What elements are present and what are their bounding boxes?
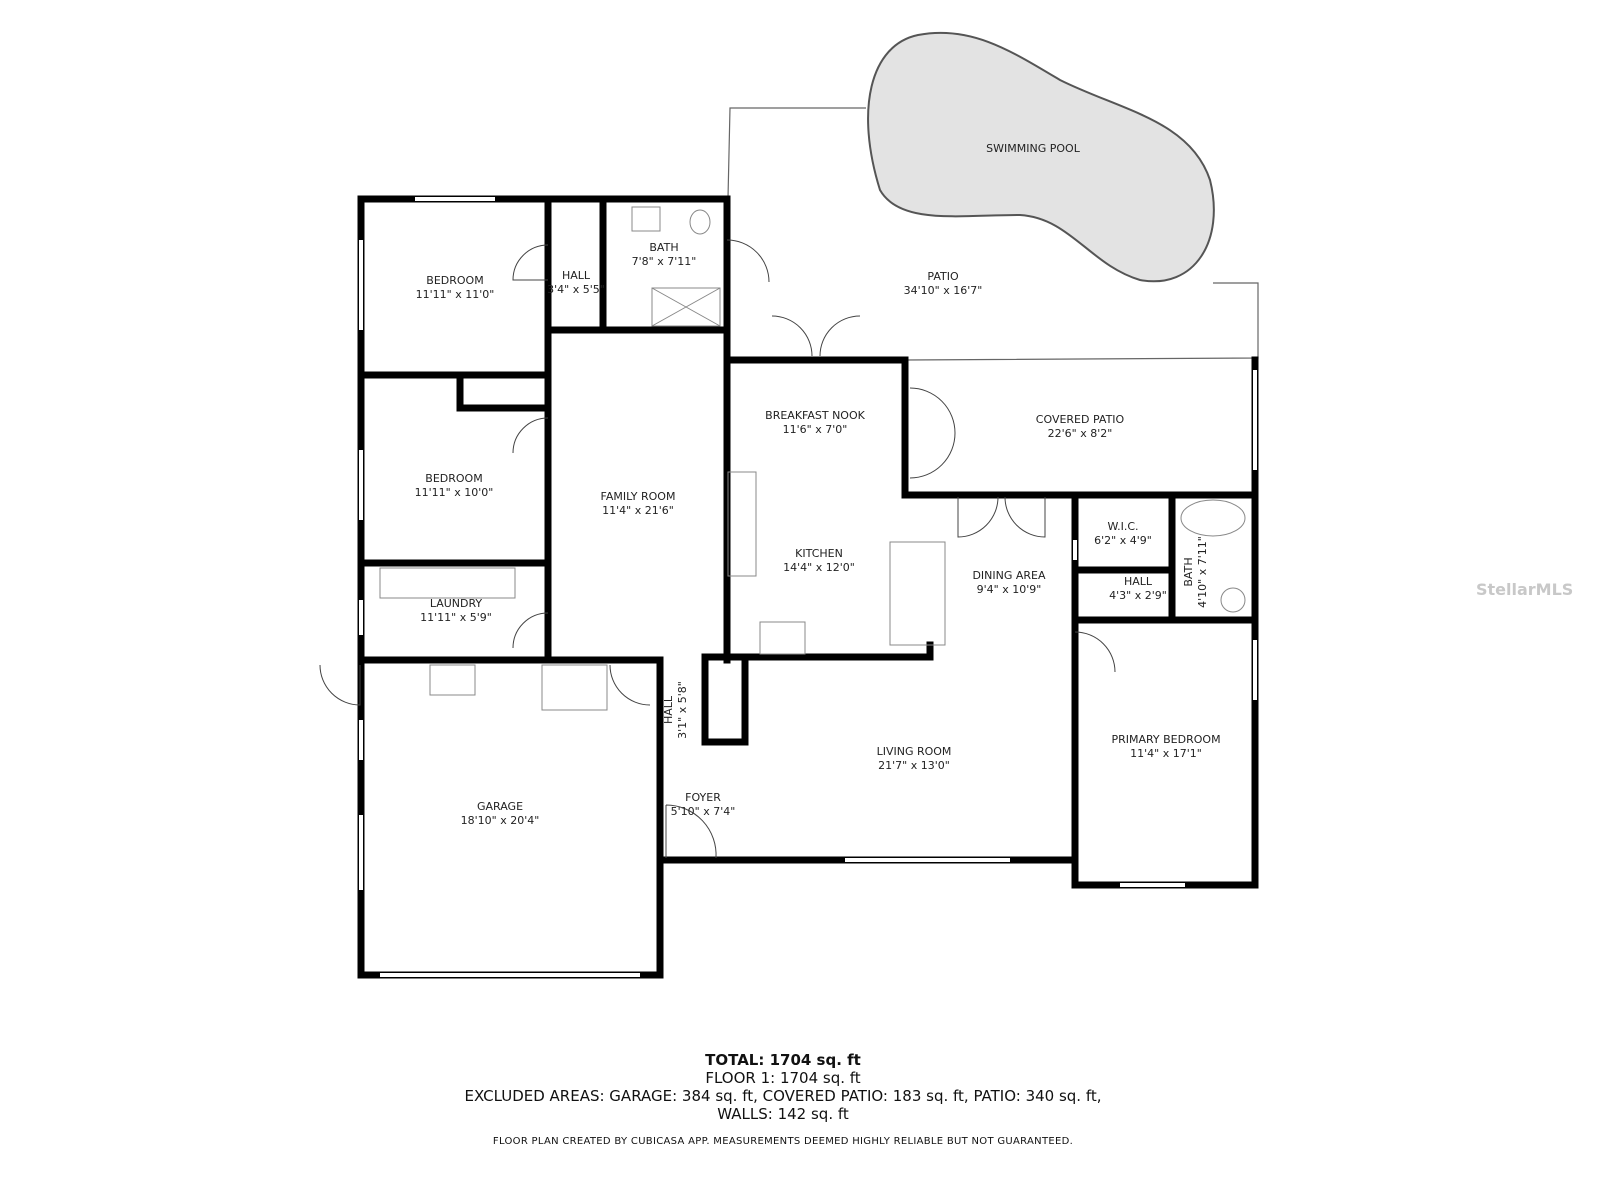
walls bbox=[357, 195, 1259, 979]
room-dims: 11'6" x 7'0" bbox=[782, 423, 848, 436]
windows bbox=[359, 197, 1257, 977]
room-dims: 9'4" x 10'9" bbox=[976, 583, 1042, 596]
room-name: BREAKFAST NOOK bbox=[765, 409, 865, 422]
room-name: DINING AREA bbox=[972, 569, 1046, 582]
room-dims: 6'2" x 4'9" bbox=[1094, 534, 1152, 547]
room-name: SWIMMING POOL bbox=[986, 142, 1080, 155]
room-dims: 4'3" x 2'9" bbox=[1109, 589, 1167, 602]
room-dims: 3'1" x 5'8" bbox=[676, 681, 689, 739]
room-dims: 4'10" x 7'11" bbox=[1196, 536, 1209, 608]
door-swings bbox=[319, 239, 1116, 859]
room-dims: 11'11" x 11'0" bbox=[415, 288, 495, 301]
room-dims: 11'11" x 5'9" bbox=[420, 611, 492, 624]
room-name: FOYER bbox=[685, 791, 721, 804]
room-dims: 21'7" x 13'0" bbox=[878, 759, 950, 772]
room-name: HALL bbox=[662, 695, 675, 725]
room-name: HALL bbox=[1123, 575, 1153, 588]
pool-label: SWIMMING POOL bbox=[986, 142, 1080, 156]
watermark: StellarMLS bbox=[1476, 580, 1574, 599]
room-dims: 11'4" x 17'1" bbox=[1130, 747, 1202, 760]
disclaimer: FLOOR PLAN CREATED BY CUBICASA APP. MEAS… bbox=[492, 1136, 1074, 1147]
room-name: BEDROOM bbox=[425, 472, 483, 485]
room-name: BEDROOM bbox=[426, 274, 484, 287]
excluded-areas: EXCLUDED AREAS: GARAGE: 384 sq. ft, COVE… bbox=[464, 1087, 1102, 1105]
room-dims: 7'8" x 7'11" bbox=[631, 255, 697, 268]
room-name: PRIMARY BEDROOM bbox=[1111, 733, 1221, 746]
floor1-area: FLOOR 1: 1704 sq. ft bbox=[705, 1069, 861, 1087]
room-dims: 18'10" x 20'4" bbox=[460, 814, 540, 827]
room-name: KITCHEN bbox=[795, 547, 843, 560]
fixtures bbox=[379, 206, 1246, 711]
walls-area: WALLS: 142 sq. ft bbox=[717, 1105, 849, 1123]
room-name: W.I.C. bbox=[1107, 520, 1139, 533]
room-name: GARAGE bbox=[476, 800, 524, 813]
room-dims: 5'10" x 7'4" bbox=[670, 805, 736, 818]
room-dims: 11'11" x 10'0" bbox=[414, 486, 494, 499]
room-name: PATIO bbox=[927, 270, 959, 283]
room-name: BATH bbox=[1182, 557, 1195, 587]
room-name: FAMILY ROOM bbox=[600, 490, 676, 503]
swimming-pool bbox=[867, 31, 1215, 283]
wic-label: W.I.C.6'2" x 4'9" bbox=[1094, 520, 1152, 548]
room-name: LAUNDRY bbox=[429, 597, 483, 610]
room-dims: 3'4" x 5'5" bbox=[547, 283, 605, 296]
room-name: HALL bbox=[561, 269, 591, 282]
room-dims: 11'4" x 21'6" bbox=[602, 504, 674, 517]
room-name: LIVING ROOM bbox=[876, 745, 952, 758]
room-name: COVERED PATIO bbox=[1035, 413, 1125, 426]
room-dims: 34'10" x 16'7" bbox=[903, 284, 983, 297]
room-name: BATH bbox=[649, 241, 679, 254]
total-area: TOTAL: 1704 sq. ft bbox=[705, 1051, 861, 1069]
room-dims: 14'4" x 12'0" bbox=[783, 561, 855, 574]
room-dims: 22'6" x 8'2" bbox=[1047, 427, 1113, 440]
patio-outline bbox=[727, 107, 1259, 361]
